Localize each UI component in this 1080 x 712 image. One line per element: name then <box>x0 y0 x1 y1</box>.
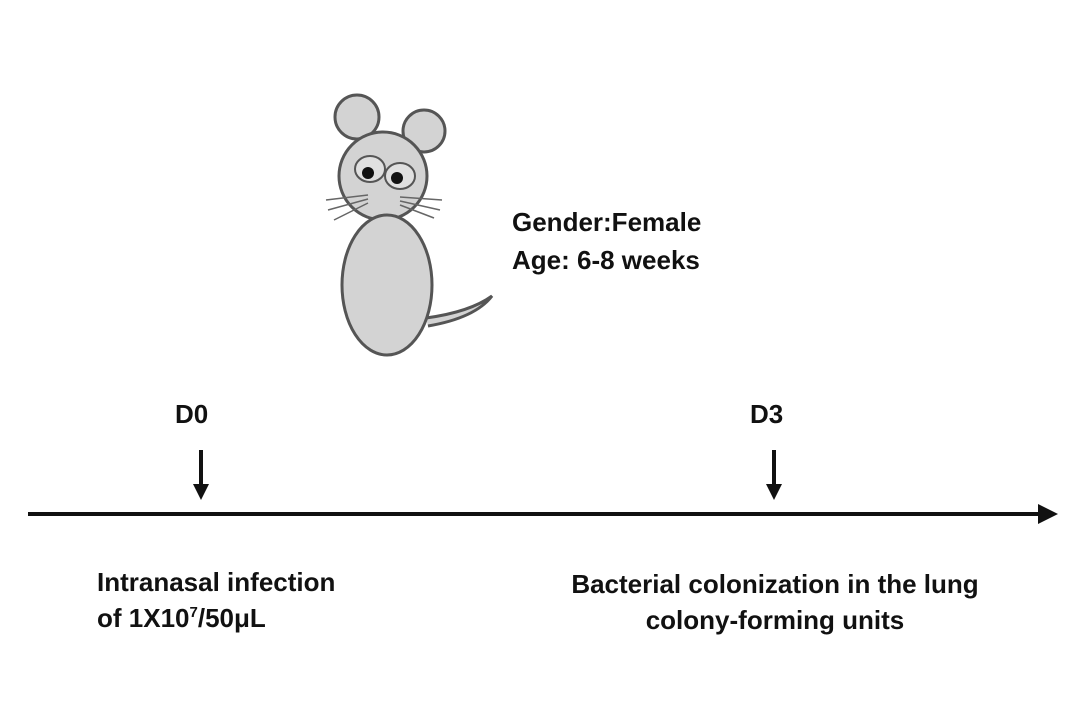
d3-description-line1: Bacterial colonization in the lung <box>571 569 979 599</box>
mouse-illustration <box>325 93 494 357</box>
gender-label: Gender:Female <box>512 207 702 237</box>
dose-volume: /50μL <box>197 603 266 633</box>
dose-base: of 1X10 <box>97 603 190 633</box>
timeline <box>28 450 1058 524</box>
dose-exponent: 7 <box>189 604 198 621</box>
age-label: Age: 6-8 weeks <box>512 245 700 275</box>
d3-description-line2: colony-forming units <box>645 605 905 635</box>
mouse-left-pupil <box>362 167 374 179</box>
d0-label: D0 <box>175 399 209 429</box>
d0-description-line1: Intranasal infection <box>97 567 336 597</box>
d3-arrow-head <box>766 484 782 500</box>
timeline-arrowhead <box>1038 504 1058 524</box>
d0-arrow-head <box>193 484 209 500</box>
d3-label: D3 <box>750 399 784 429</box>
mouse-right-ear <box>401 108 447 154</box>
mouse-tail <box>425 294 494 328</box>
d0-description-line2: of 1X107/50μL <box>97 602 266 634</box>
mouse-whiskers <box>325 194 443 221</box>
mouse-right-pupil <box>391 172 403 184</box>
mouse-body <box>340 213 434 357</box>
